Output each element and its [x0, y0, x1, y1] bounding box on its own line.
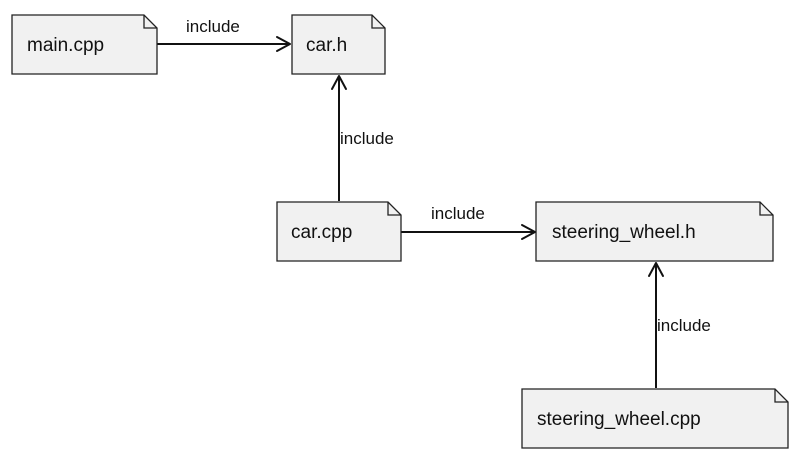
edge-steering-wheel-cpp-to-steering-wheel-h: include	[648, 262, 711, 388]
edge-label: include	[657, 316, 711, 335]
arrow-head	[276, 36, 291, 52]
node-label: steering_wheel.cpp	[537, 409, 701, 430]
file-shape	[276, 201, 402, 262]
node-car-h[interactable]: car.h	[291, 14, 386, 75]
edge-car-cpp-to-car-h: include	[331, 75, 394, 201]
edge-label: include	[186, 17, 240, 36]
edge-main-to-car-h: include	[157, 17, 291, 52]
node-label: car.h	[306, 35, 347, 56]
arrow-head	[648, 262, 664, 277]
file-shape	[535, 201, 774, 262]
node-label: steering_wheel.h	[552, 222, 696, 243]
arrow-head	[331, 75, 347, 90]
node-main-cpp[interactable]: main.cpp	[11, 14, 158, 75]
file-shape	[11, 14, 158, 75]
file-shape	[291, 14, 386, 75]
edge-label: include	[340, 129, 394, 148]
node-steering-wheel-h[interactable]: steering_wheel.h	[535, 201, 774, 262]
folded-corner	[371, 15, 385, 29]
folded-corner	[759, 202, 773, 216]
folded-corner	[387, 202, 401, 216]
edge-car-cpp-to-steering-wheel-h: include	[401, 204, 536, 240]
node-steering-wheel-cpp[interactable]: steering_wheel.cpp	[521, 388, 789, 449]
file-shape	[521, 388, 789, 449]
folded-corner	[774, 389, 788, 403]
node-car-cpp[interactable]: car.cpp	[276, 201, 402, 262]
node-label: main.cpp	[27, 35, 104, 56]
arrow-head	[521, 224, 536, 240]
edge-label: include	[431, 204, 485, 223]
folded-corner	[143, 15, 157, 29]
node-label: car.cpp	[291, 222, 352, 243]
